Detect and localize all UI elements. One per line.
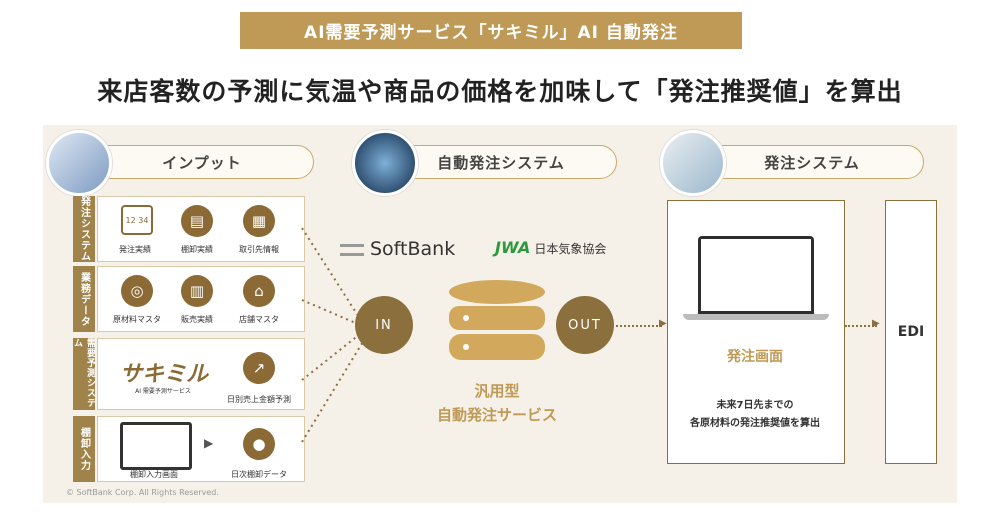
order-screen-desc-2: 各原材料の発注推奨値を算出 <box>690 418 820 429</box>
laptop-base <box>683 314 829 320</box>
order-screen-title: 発注画面 <box>727 349 783 365</box>
store-icon: ⌂ <box>243 275 275 307</box>
edi-label: EDI <box>897 324 925 340</box>
edi-connector <box>845 325 877 327</box>
supplier-info-label: 取引先情報 <box>239 245 279 254</box>
out-arrow-icon: ▶ <box>659 318 667 329</box>
category-inventory-input: 棚卸入力 <box>73 416 95 482</box>
calendar-icon: 12 34 <box>121 205 153 235</box>
inventory-results-label: 棚卸実績 <box>181 245 213 254</box>
input-section-label: インプット <box>162 153 242 172</box>
jwa-logo-text: 日本気象協会 <box>534 242 607 256</box>
headline: 来店客数の予測に気温や商品の価格を加味して「発注推奨値」を算出 <box>97 77 903 106</box>
sakimiru-logo: サキミル <box>120 362 209 387</box>
laptop-screen <box>701 239 811 311</box>
line-chart-icon: ↗ <box>243 352 275 384</box>
input-section-header: インプット <box>90 145 314 179</box>
service-name-label: 自動発注サービス <box>436 406 557 424</box>
copyright: © SoftBank Corp. All Rights Reserved. <box>66 488 219 497</box>
apple-icon: ● <box>243 428 275 460</box>
ingredients-icon: ◎ <box>121 275 153 307</box>
order-system-section-header: 発注システム <box>700 145 924 179</box>
keyboard-photo <box>46 130 112 196</box>
out-connector <box>616 325 662 327</box>
order-screen-desc-1: 未来7日先までの <box>716 400 794 411</box>
sales-results-label: 販売実績 <box>181 315 213 324</box>
title-banner: AI需要予測サービス「サキミル」AI 自動発注 <box>240 12 742 49</box>
input-connectors <box>301 227 365 443</box>
sakimiru-subtitle: AI 需要予測サービス <box>135 388 191 395</box>
auto-order-section-header: 自動発注システム <box>385 145 617 179</box>
softbank-logo: SoftBank <box>340 238 455 260</box>
ingredient-master-label: 原材料マスタ <box>113 315 161 324</box>
inventory-screen-label: 棚卸入力画面 <box>130 470 178 479</box>
service-type-label: 汎用型 <box>474 382 520 400</box>
edi-box: EDI <box>885 200 937 464</box>
in-node: IN <box>355 296 413 354</box>
daily-sales-forecast-label: 日別売上金額予測 <box>227 395 291 404</box>
database-icon <box>449 280 545 360</box>
order-results-label: 発注実績 <box>119 245 151 254</box>
arrow-right-icon: ▶ <box>204 436 214 450</box>
category-order-system: 発注システム <box>73 196 95 262</box>
order-system-section-label: 発注システム <box>764 153 860 172</box>
out-node: OUT <box>556 296 614 354</box>
brain-photo <box>352 130 418 196</box>
edi-arrow-icon: ▶ <box>872 318 880 329</box>
category-business-data: 業務データ <box>73 266 95 332</box>
books-icon: ▥ <box>181 275 213 307</box>
softbank-logo-text: SoftBank <box>370 238 456 260</box>
tablet-screen-icon <box>120 422 192 470</box>
store-master-label: 店舗マスタ <box>239 315 279 324</box>
auto-order-section-label: 自動発注システム <box>437 153 565 172</box>
daily-inventory-data-label: 日次棚卸データ <box>231 470 287 479</box>
tablet-photo <box>660 130 726 196</box>
building-icon: ▦ <box>243 205 275 237</box>
laptop-icon <box>698 236 814 314</box>
category-demand-forecast: 需要予測システム <box>72 338 95 410</box>
clipboard-icon: ▤ <box>181 205 213 237</box>
